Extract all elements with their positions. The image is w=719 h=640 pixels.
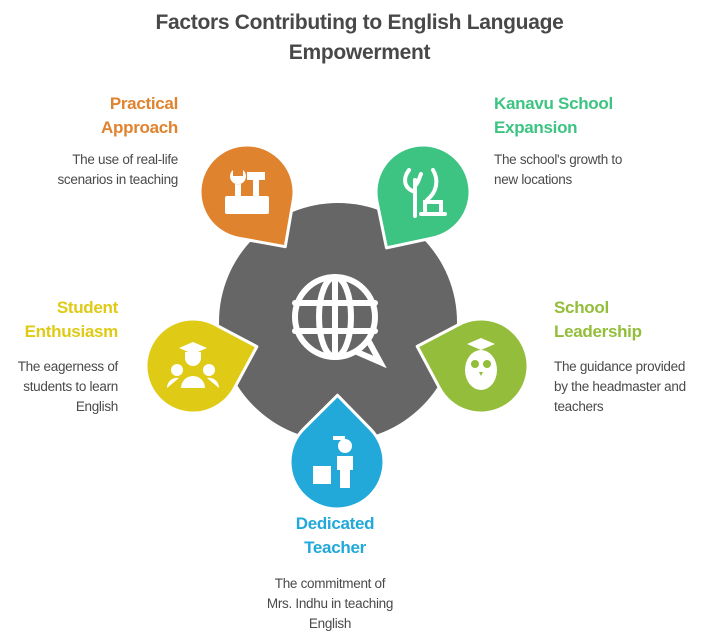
kanavu-drop-shape xyxy=(374,143,472,250)
practical-drop-shape xyxy=(198,143,296,249)
practical-drop xyxy=(198,143,296,249)
globe-speech-icon xyxy=(292,274,387,369)
title-line-2: Empowerment xyxy=(288,41,431,64)
graduate-group-icon xyxy=(166,342,220,388)
student-drop xyxy=(144,317,259,415)
tree-growth-icon xyxy=(403,168,447,218)
tools-icon xyxy=(225,170,269,214)
student-drop-shape xyxy=(144,317,259,415)
kanavu-drop xyxy=(374,143,472,250)
leadership-drop xyxy=(415,317,530,415)
diagram-title: Factors Contributing to English Language… xyxy=(0,8,719,68)
teacher-drop xyxy=(288,393,386,511)
teacher-icon xyxy=(313,436,353,488)
owl-graduate-icon xyxy=(465,338,497,390)
title-line-1: Factors Contributing to English Language xyxy=(155,11,564,34)
